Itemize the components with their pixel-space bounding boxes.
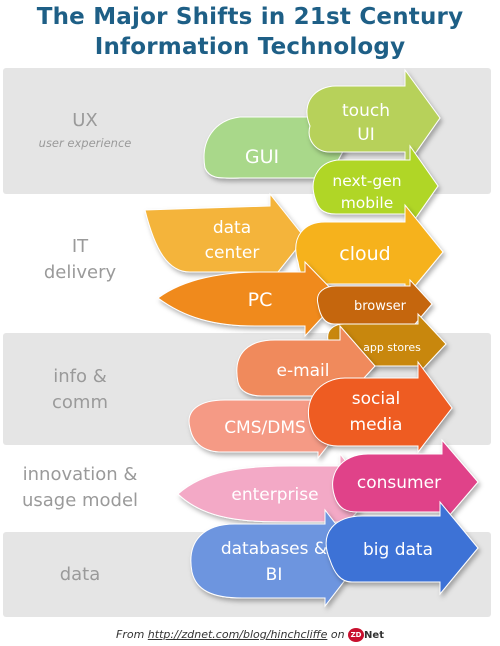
row-label-info-comm: info & comm [0, 364, 160, 416]
arrow-next-gen-mobile-shape [312, 144, 439, 228]
arrow-databases-bi-line2: BI [266, 565, 283, 585]
arrow-touch-ui-line1: touch [342, 101, 390, 121]
row-label-innovation-line2: usage model [21, 490, 139, 511]
arrow-data-center-line2: center [205, 243, 260, 263]
row-label-it-delivery: IT delivery [0, 234, 160, 286]
page-title-line-2: Information Technology [94, 34, 406, 60]
footer-source-link[interactable]: http://zdnet.com/blog/hinchcliffe [147, 628, 328, 641]
arrow-cms-dms: CMS/DMS [188, 388, 346, 460]
row-label-info-line2: comm [52, 392, 108, 413]
arrow-email-label: e-mail [276, 361, 329, 381]
arrow-next-gen-mobile-line2: mobile [341, 194, 394, 212]
arrow-app-stores-label: app stores [363, 341, 421, 354]
row-label-data-title: data [59, 564, 101, 585]
arrow-big-data-shape [325, 500, 479, 596]
arrow-cloud-label: cloud [339, 243, 390, 265]
arrow-pc: PC [157, 260, 341, 338]
arrow-databases-bi-line1: databases & [221, 539, 327, 559]
row-label-innovation-line1: innovation & [22, 464, 138, 485]
page-title-line-1: The Major Shifts in 21st Century [36, 4, 464, 30]
row-label-it-line2: delivery [43, 262, 117, 283]
row-label-innovation: innovation & usage model [0, 462, 160, 514]
arrow-consumer-shape [332, 438, 479, 526]
arrow-enterprise: enterprise [177, 452, 373, 534]
arrow-gui-label: GUI [245, 146, 279, 168]
footer-credit: From http://zdnet.com/blog/hinchcliffe o… [0, 628, 500, 642]
arrow-social-media: social media [307, 360, 453, 454]
arrow-big-data-label: big data [363, 540, 433, 560]
arrow-browser-label: browser [354, 299, 407, 314]
row-label-ux-subtitle: user experience [38, 136, 132, 150]
arrow-social-media-shape [307, 360, 453, 454]
arrow-touch-ui-line2: UI [357, 125, 374, 145]
row-label-data: data [0, 562, 160, 588]
arrow-data-center-line1: data [213, 218, 251, 238]
arrow-touch-ui: touch UI [306, 68, 441, 170]
zdnet-logo-icon: ZD [348, 628, 365, 642]
arrow-social-media-line2: media [350, 415, 403, 435]
row-label-it-line1: IT [71, 236, 89, 257]
arrow-browser: browser [316, 278, 433, 332]
arrow-cms-dms-label: CMS/DMS [224, 418, 306, 438]
arrow-big-data: big data [325, 500, 479, 596]
arrow-cloud: cloud [295, 203, 444, 300]
zdnet-logo-text: Net [364, 630, 384, 641]
arrow-next-gen-mobile: next-gen mobile [312, 144, 439, 228]
arrow-data-center: data center [144, 192, 306, 284]
row-label-info-line1: info & [53, 366, 107, 387]
arrow-social-media-line1: social [352, 389, 400, 409]
arrow-consumer-label: consumer [357, 473, 441, 493]
footer-on: on [330, 628, 345, 641]
footer-from: From [116, 628, 145, 641]
arrow-enterprise-label: enterprise [231, 485, 318, 505]
arrow-touch-ui-shape [306, 68, 441, 170]
row-label-ux-title: UX [72, 110, 98, 131]
arrow-browser-shape [316, 278, 433, 332]
arrow-next-gen-mobile-line1: next-gen [332, 172, 401, 190]
arrow-data-center-shape [144, 192, 306, 284]
arrow-consumer: consumer [332, 438, 479, 526]
row-label-ux: UX user experience [5, 108, 165, 152]
arrow-pc-label: PC [248, 289, 273, 311]
